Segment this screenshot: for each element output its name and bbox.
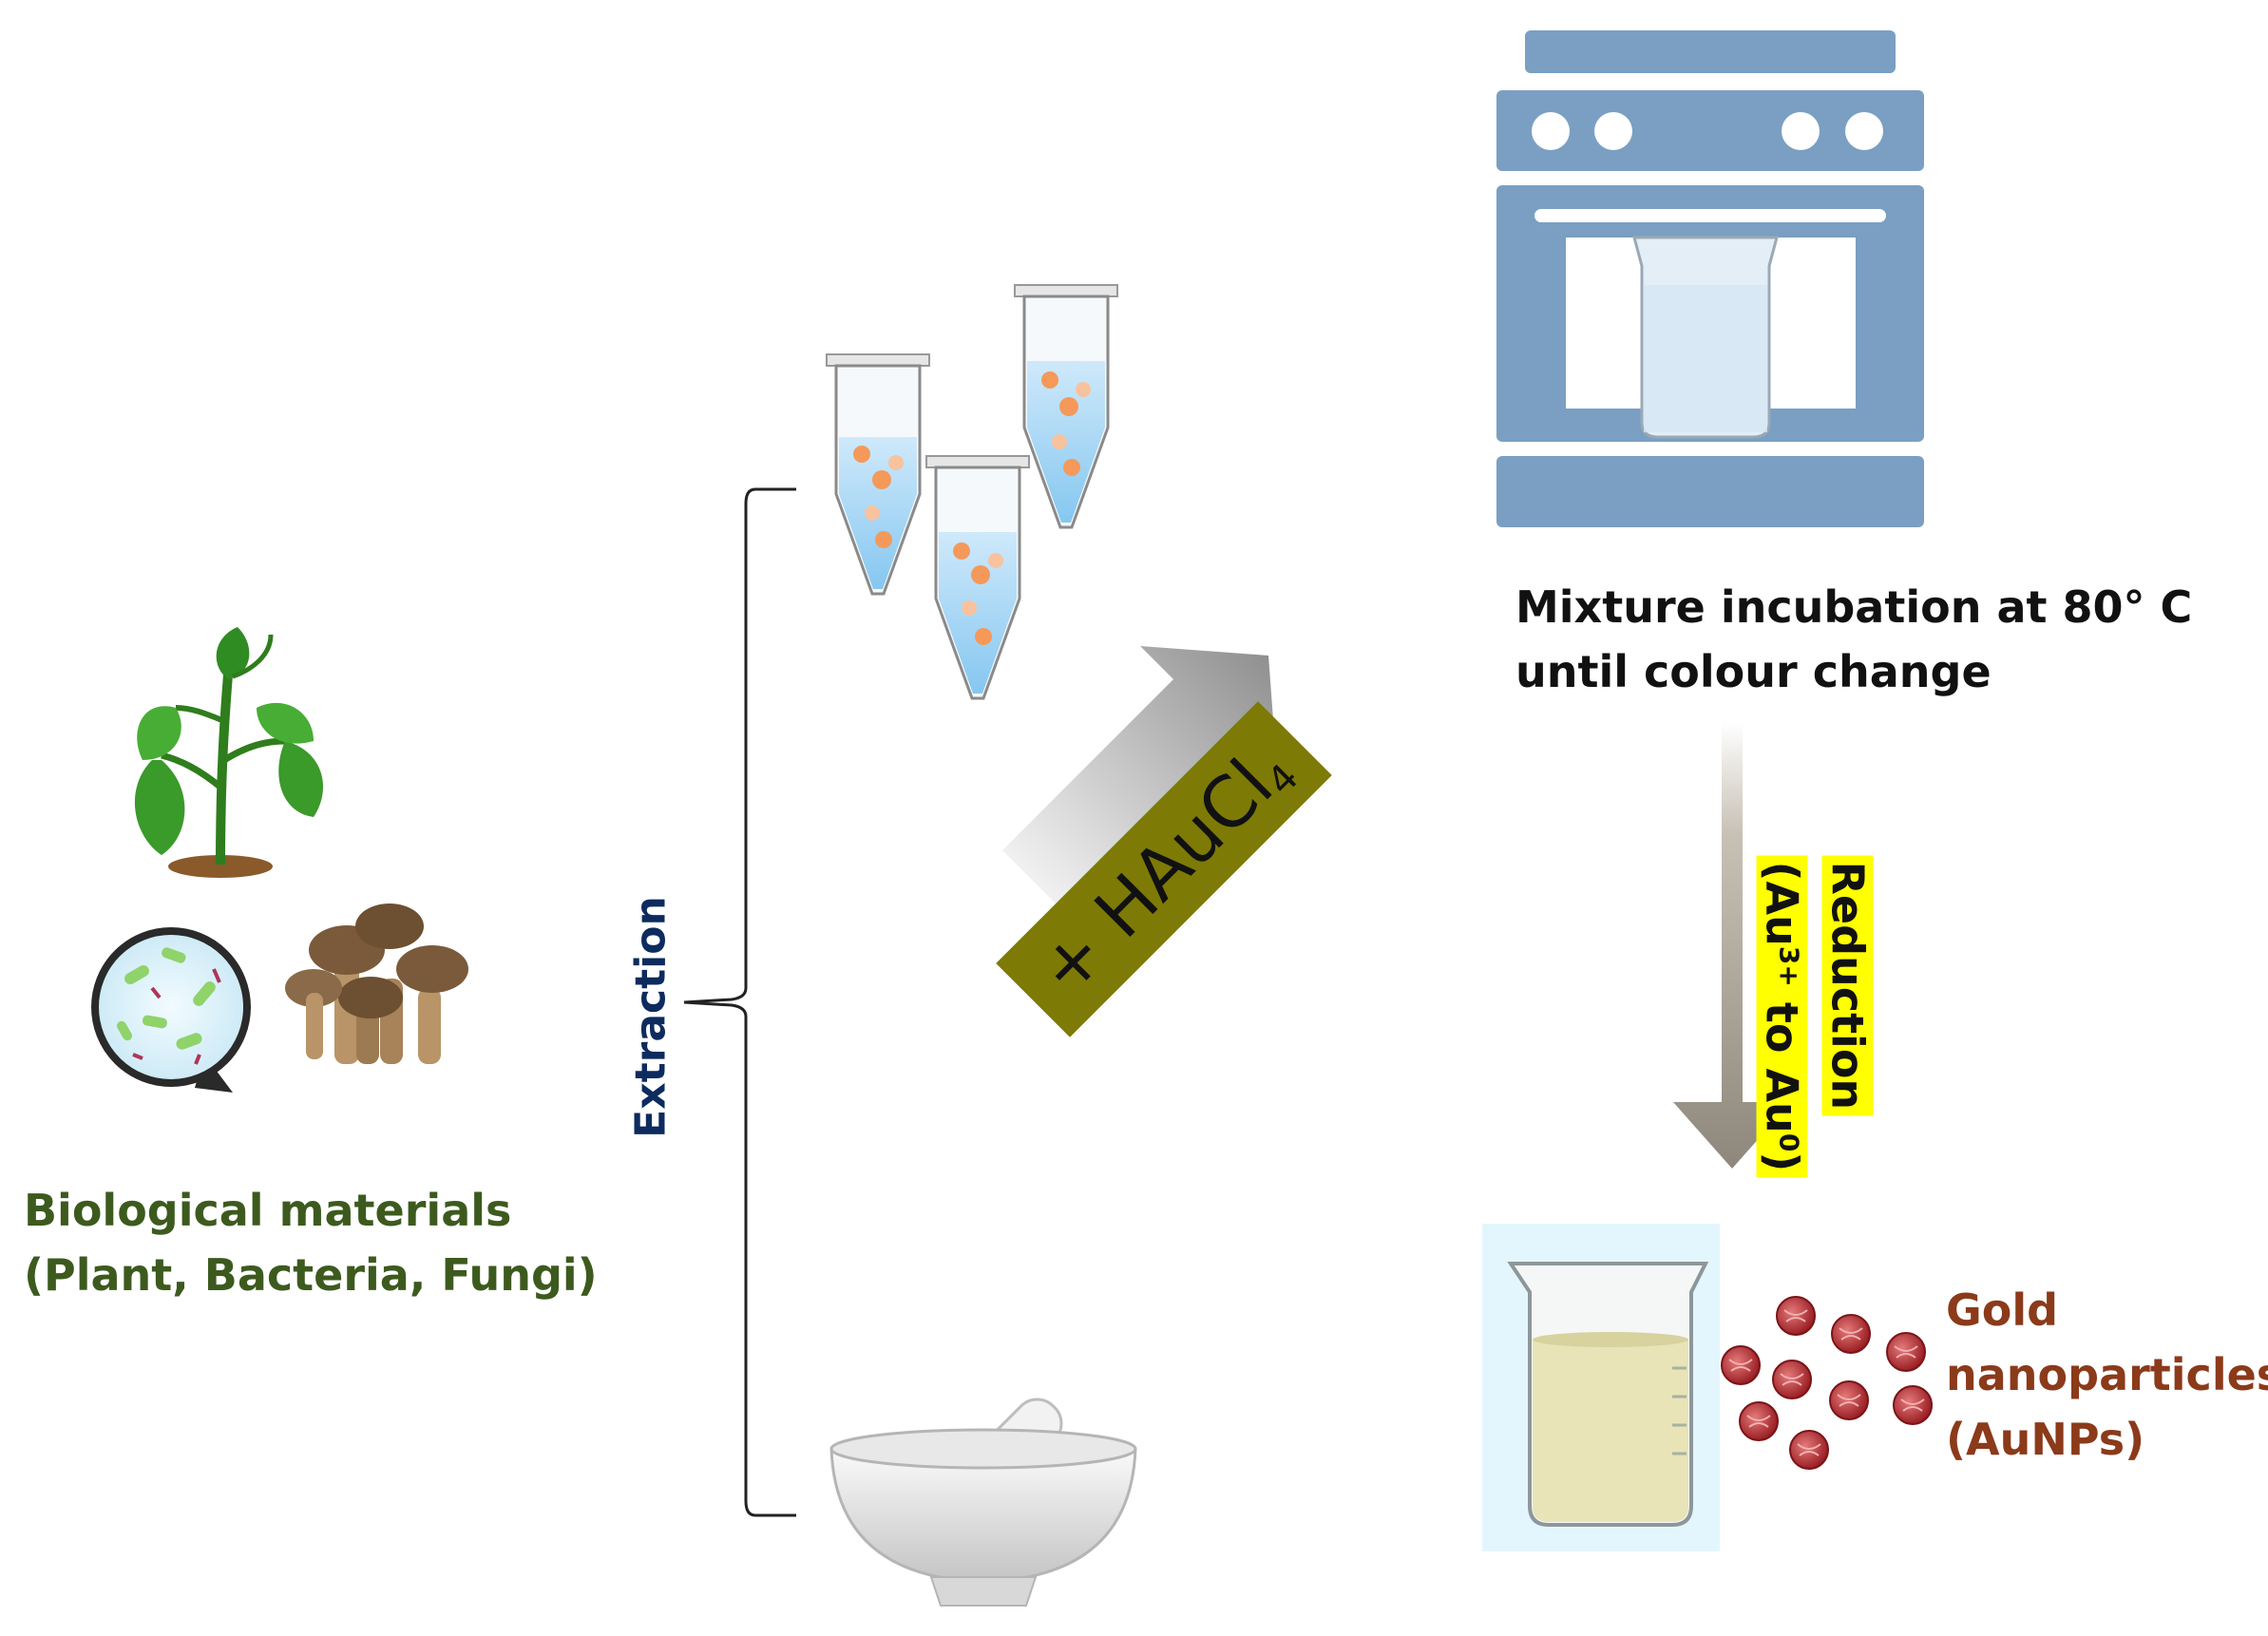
nanoparticle-texture: [1746, 1415, 1771, 1428]
nanoparticle-texture: [1797, 1443, 1821, 1456]
nanoparticle-texture: [1783, 1309, 1808, 1322]
reduction-to-au: to Au: [1756, 986, 1808, 1133]
reduction-au3-sup: 3+: [1773, 945, 1805, 987]
reduction-label: Reduction (Au3+ to Au0): [1753, 855, 1877, 1178]
reduction-close: ): [1756, 1151, 1808, 1172]
beaker-icon: [1482, 1224, 1720, 1551]
nanoparticle-texture: [1837, 1394, 1861, 1407]
reduction-title: Reduction: [1821, 855, 1874, 1116]
reduction-au: (Au: [1756, 861, 1808, 946]
mortar-pestle-icon: [829, 1398, 1137, 1607]
biological-materials-label: Biological materials (Plant, Bacteria, F…: [24, 1178, 598, 1307]
nanoparticle-texture: [1780, 1373, 1804, 1386]
reduction-au0-sup: 0: [1773, 1132, 1805, 1152]
mixture-incubation-label: Mixture incubation at 80° C until colour…: [1515, 575, 2192, 704]
nanoparticle-texture: [1728, 1359, 1753, 1372]
nanoparticle-texture: [1894, 1345, 1918, 1359]
nanoparticles-icon: [1721, 1296, 1933, 1470]
gold-label-line3: (AuNPs): [1946, 1414, 2145, 1465]
gold-label-line2: nanoparticles: [1946, 1349, 2268, 1400]
reduction-equation: (Au3+ to Au0): [1756, 855, 1808, 1178]
nanoparticle-texture: [1839, 1327, 1863, 1341]
bio-label-line2: (Plant, Bacteria, Fungi): [24, 1249, 598, 1301]
mix-label-line1: Mixture incubation at 80° C: [1515, 581, 2193, 633]
plant-icon: [134, 627, 323, 878]
gold-label-line1: Gold: [1946, 1284, 2059, 1336]
oven-icon: [1496, 30, 1924, 527]
diagonal-arrow: [1002, 646, 1278, 922]
nanoparticle-texture: [1900, 1398, 1925, 1412]
extraction-label: Extraction: [626, 896, 676, 1138]
extraction-bracket: [683, 487, 796, 1517]
down-arrow: [1673, 722, 1791, 1169]
mix-label-line2: until colour change: [1515, 646, 1992, 697]
mushroom-icon: [285, 904, 468, 1064]
gold-nanoparticles-label: Gold nanoparticles (AuNPs): [1946, 1278, 2268, 1472]
bio-label-line1: Biological materials: [24, 1185, 512, 1236]
bacteria-petri-icon: [91, 927, 251, 1093]
eppendorf-tubes-icon: [826, 284, 1118, 700]
